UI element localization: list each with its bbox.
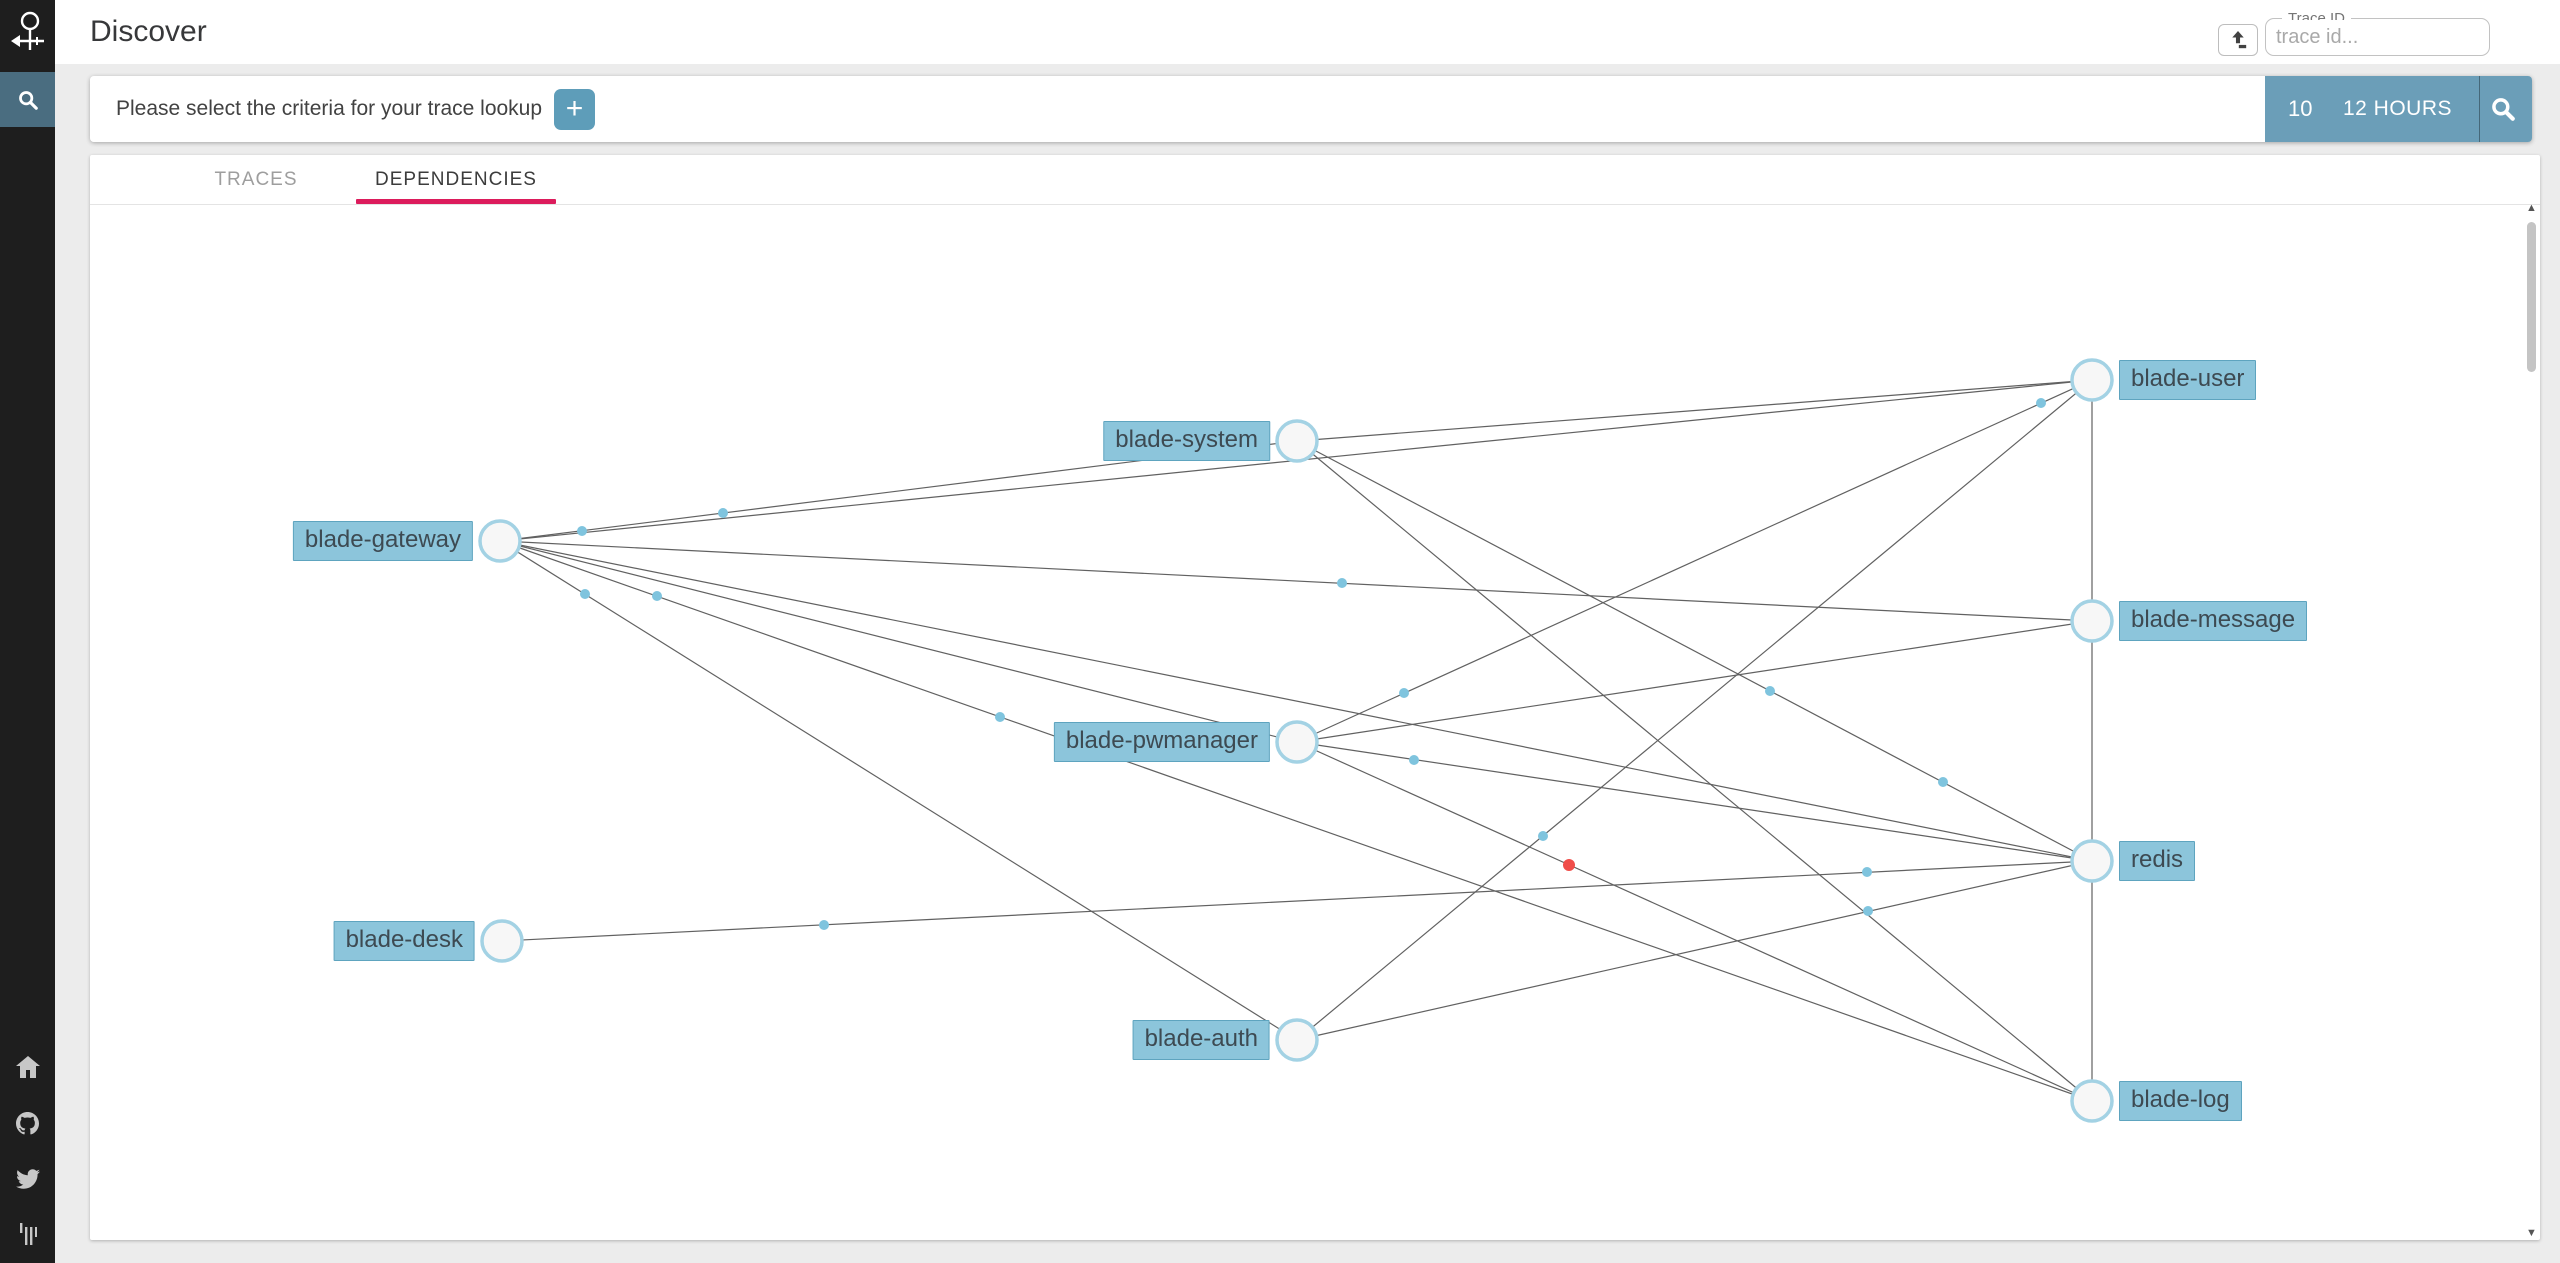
trace-id-field: Trace ID xyxy=(2265,10,2490,56)
node-label-blade-gateway[interactable]: blade-gateway xyxy=(292,521,473,561)
tab-traces[interactable]: TRACES xyxy=(214,168,298,190)
home-link[interactable] xyxy=(15,1056,40,1078)
tab-dependencies[interactable]: DEPENDENCIES xyxy=(356,155,556,204)
criteria-placeholder-text: Please select the criteria for your trac… xyxy=(116,97,543,120)
tab-dependencies-label: DEPENDENCIES xyxy=(375,168,537,190)
limit-value[interactable]: 10 xyxy=(2288,96,2313,121)
upload-trace-button[interactable] xyxy=(2218,24,2258,56)
gitter-link[interactable] xyxy=(19,1223,37,1245)
service-node-blade-auth[interactable] xyxy=(1275,1018,1319,1062)
divider xyxy=(2479,76,2480,142)
search-icon xyxy=(2492,98,2515,121)
search-options-block: 10 12 HOURS xyxy=(2265,76,2532,142)
left-sidebar xyxy=(0,0,55,1263)
scrollbar-thumb[interactable] xyxy=(2527,222,2536,372)
lookback-value[interactable]: 12 HOURS xyxy=(2342,97,2452,120)
active-tab-indicator xyxy=(356,199,556,204)
page-title: Discover xyxy=(90,15,207,48)
twitter-icon xyxy=(15,1169,40,1189)
zipkin-logo[interactable] xyxy=(0,0,55,64)
results-card: TRACES DEPENDENCIES xyxy=(90,155,2540,1240)
tabs-row: TRACES DEPENDENCIES xyxy=(90,155,2540,205)
node-label-blade-auth[interactable]: blade-auth xyxy=(1132,1020,1270,1060)
node-label-blade-pwmanager[interactable]: blade-pwmanager xyxy=(1053,722,1270,762)
node-label-blade-log[interactable]: blade-log xyxy=(2119,1081,2242,1121)
upload-icon xyxy=(2232,31,2247,49)
search-icon xyxy=(18,90,38,110)
service-node-blade-desk[interactable] xyxy=(480,919,524,963)
node-label-blade-message[interactable]: blade-message xyxy=(2119,601,2308,641)
service-node-redis[interactable] xyxy=(2070,839,2114,883)
service-node-blade-gateway[interactable] xyxy=(478,519,522,563)
node-label-blade-user[interactable]: blade-user xyxy=(2119,360,2257,400)
github-link[interactable] xyxy=(16,1112,39,1135)
node-label-blade-desk[interactable]: blade-desk xyxy=(333,921,475,961)
trace-id-input[interactable] xyxy=(2276,20,2476,54)
service-node-blade-log[interactable] xyxy=(2070,1079,2114,1123)
top-header: Discover Trace ID xyxy=(55,0,2560,64)
trace-lookup-bar: Please select the criteria for your trac… xyxy=(90,76,2532,142)
service-node-blade-message[interactable] xyxy=(2070,599,2114,643)
github-icon xyxy=(16,1112,39,1135)
sidebar-footer xyxy=(0,1056,55,1263)
criteria-area: Please select the criteria for your trac… xyxy=(90,76,2265,142)
scroll-up-button[interactable]: ▲ xyxy=(2526,201,2537,214)
service-node-blade-system[interactable] xyxy=(1275,419,1319,463)
zipkin-logo-icon xyxy=(10,11,44,50)
home-icon xyxy=(15,1056,40,1078)
twitter-link[interactable] xyxy=(15,1169,40,1189)
node-label-redis[interactable]: redis xyxy=(2119,841,2196,881)
vertical-scrollbar: ▲ ▼ xyxy=(2524,200,2539,1240)
sidebar-item-search[interactable] xyxy=(0,72,55,127)
run-search-button[interactable] xyxy=(2480,76,2526,142)
add-criteria-button[interactable]: + xyxy=(554,88,596,130)
gitter-icon xyxy=(19,1223,37,1245)
node-label-blade-system[interactable]: blade-system xyxy=(1103,421,1270,461)
scroll-down-button[interactable]: ▼ xyxy=(2526,1226,2537,1239)
service-node-blade-pwmanager[interactable] xyxy=(1275,720,1319,764)
service-node-blade-user[interactable] xyxy=(2070,358,2114,402)
